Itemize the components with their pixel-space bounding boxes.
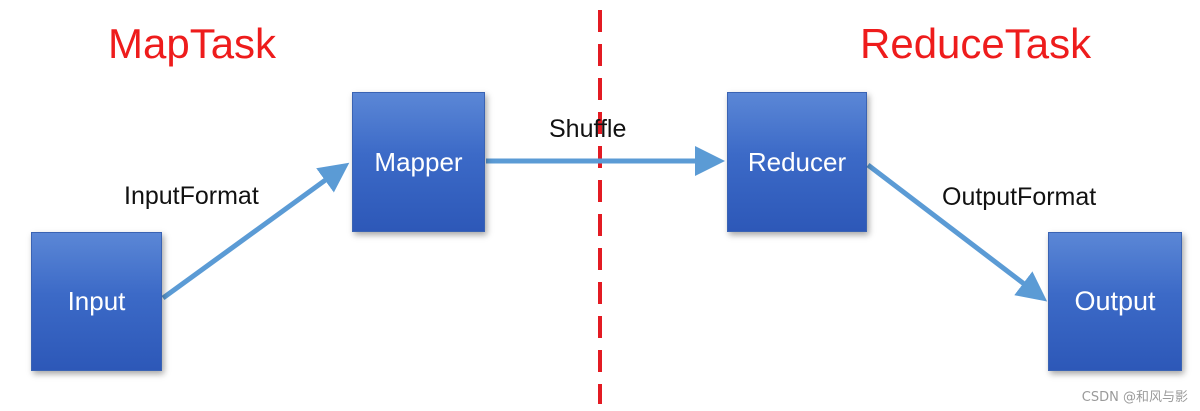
mapper-node: Mapper: [352, 92, 485, 232]
reducer-node: Reducer: [727, 92, 867, 232]
output-node: Output: [1048, 232, 1182, 371]
shuffle-label: Shuffle: [549, 115, 627, 143]
mapper-node-label: Mapper: [374, 146, 463, 177]
arrow-input-to-mapper: [161, 162, 350, 301]
output-node-label: Output: [1074, 286, 1156, 316]
outputformat-label: OutputFormat: [942, 183, 1097, 211]
inputformat-label: InputFormat: [124, 182, 259, 210]
reducetask-title: ReduceTask: [860, 20, 1092, 67]
input-node-label: Input: [67, 286, 126, 316]
csdn-watermark: CSDN @和风与影: [1081, 390, 1188, 405]
maptask-title: MapTask: [108, 20, 277, 67]
input-node: Input: [31, 232, 162, 371]
arrow-reducer-to-output: [866, 163, 1048, 302]
reducer-node-label: Reducer: [747, 146, 847, 177]
